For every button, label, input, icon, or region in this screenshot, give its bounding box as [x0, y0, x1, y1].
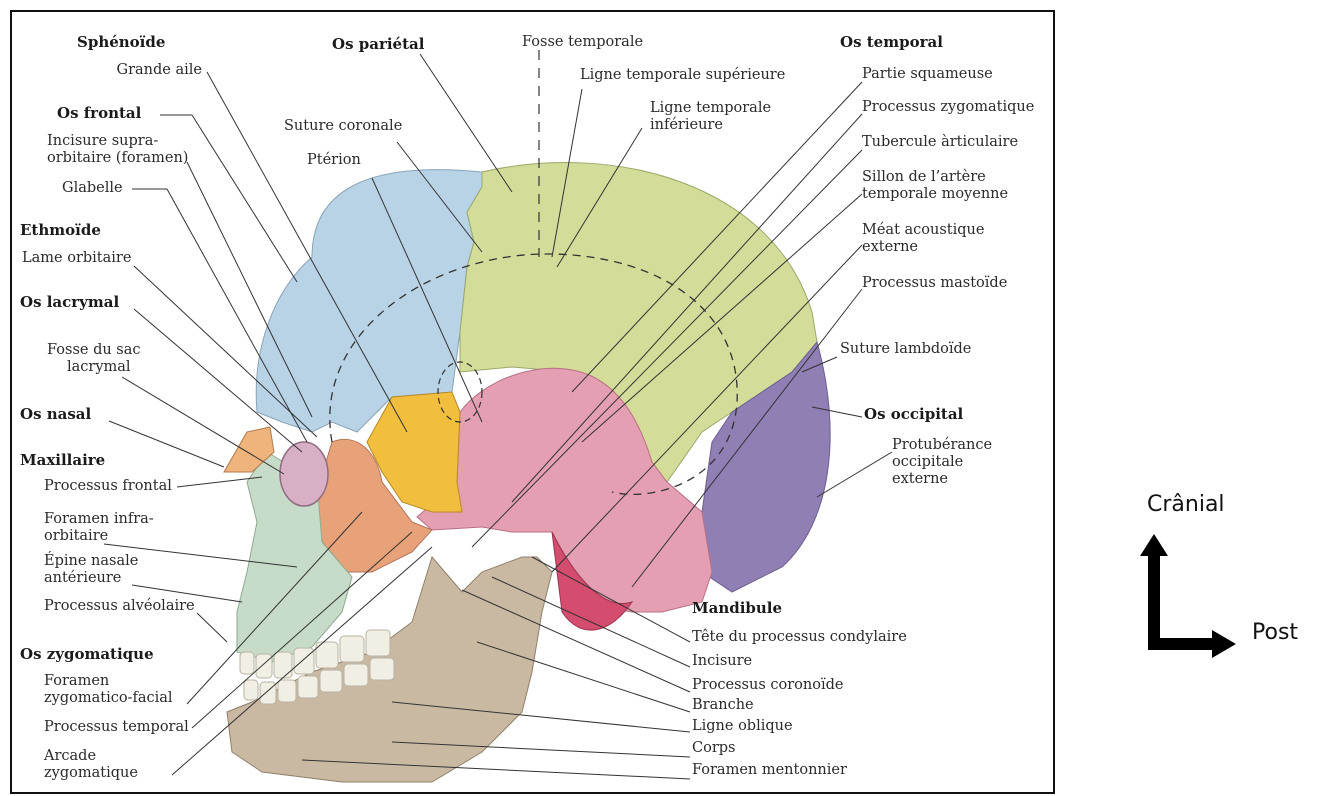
label-grande-aile: Grande aile [102, 62, 202, 79]
label-foramen-mentonnier: Foramen mentonnier [692, 762, 847, 779]
label-meat: Méat acoustique [862, 222, 984, 239]
label-glabelle: Glabelle [62, 180, 123, 197]
label-incisure: Incisure [692, 653, 752, 670]
skull-illustration [12, 12, 1053, 792]
horizontal-arrow-shaft [1148, 638, 1218, 650]
label-os-temporal: Os temporal [840, 34, 943, 51]
label-os-parietal: Os pariétal [332, 36, 424, 53]
label-protuberance-2: occipitale [892, 454, 963, 471]
label-arcade-zyg-2: zygomatique [44, 765, 138, 782]
label-pterion: Ptérion [307, 152, 361, 169]
label-mandibule: Mandibule [692, 600, 782, 617]
label-foramen-infra-2: orbitaire [44, 528, 108, 545]
label-meat-2: externe [862, 239, 918, 256]
label-ligne-oblique: Ligne oblique [692, 718, 793, 735]
label-foramen-infra: Foramen infra- [44, 511, 154, 528]
label-incisure-supra: Incisure supra- [47, 133, 158, 150]
label-incisure-supra-2: orbitaire (foramen) [47, 150, 188, 167]
label-os-zygomatique: Os zygomatique [20, 646, 154, 663]
vertical-arrow-shaft [1148, 552, 1160, 650]
label-arcade-zyg: Arcade [44, 748, 96, 765]
label-lame-orbitaire: Lame orbitaire [22, 250, 131, 267]
label-os-occipital: Os occipital [864, 406, 963, 423]
label-branche: Branche [692, 697, 754, 714]
orbit [280, 442, 328, 506]
label-protuberance: Protubérance [892, 437, 992, 454]
label-processus-frontal: Processus frontal [44, 478, 172, 495]
label-protuberance-3: externe [892, 471, 948, 488]
label-processus-temporal: Processus temporal [44, 719, 189, 736]
label-ethmoide: Ethmoïde [20, 222, 101, 239]
label-processus-alveolaire: Processus alvéolaire [44, 598, 195, 615]
label-ligne-inf: Ligne temporale [650, 100, 771, 117]
label-processus-zyg: Processus zygomatique [862, 99, 1034, 116]
label-epine-nasale: Épine nasale [44, 553, 138, 570]
label-sillon: Sillon de l’artère [862, 169, 986, 186]
diagram-frame: Sphénoïde Grande aile Os frontal Incisur… [10, 10, 1055, 794]
label-fosse-sac-2: lacrymal [67, 359, 131, 376]
orientation-arrows [1140, 530, 1240, 660]
up-arrow-head [1140, 534, 1168, 556]
label-partie-squameuse: Partie squameuse [862, 66, 993, 83]
label-sphenoide: Sphénoïde [77, 34, 165, 51]
label-fosse-temporale: Fosse temporale [522, 34, 643, 51]
label-maxillaire: Maxillaire [20, 452, 105, 469]
label-fosse-sac: Fosse du sac [47, 342, 141, 359]
label-foramen-zyg: Foramen [44, 673, 109, 690]
label-os-nasal: Os nasal [20, 406, 91, 423]
label-epine-nasale-2: antérieure [44, 570, 121, 587]
label-os-frontal: Os frontal [57, 105, 141, 122]
label-processus-coronoide: Processus coronoïde [692, 677, 843, 694]
label-corps: Corps [692, 740, 735, 757]
cranial-label: Crânial [1147, 492, 1225, 517]
label-processus-mastoide: Processus mastoïde [862, 275, 1007, 292]
label-ligne-sup: Ligne temporale supérieure [580, 67, 785, 84]
label-sillon-2: temporale moyenne [862, 186, 1008, 203]
label-suture-lambdoide: Suture lambdoïde [840, 341, 971, 358]
label-os-lacrymal: Os lacrymal [20, 294, 119, 311]
label-suture-coronale: Suture coronale [284, 118, 402, 135]
label-tubercule: Tubercule àrticulaire [862, 134, 1018, 151]
label-ligne-inf-2: inférieure [650, 117, 723, 134]
right-arrow-head [1212, 630, 1236, 658]
post-label: Post [1252, 620, 1298, 645]
label-foramen-zyg-2: zygomatico-facial [44, 690, 173, 707]
label-tete-condylaire: Tête du processus condylaire [692, 629, 907, 646]
